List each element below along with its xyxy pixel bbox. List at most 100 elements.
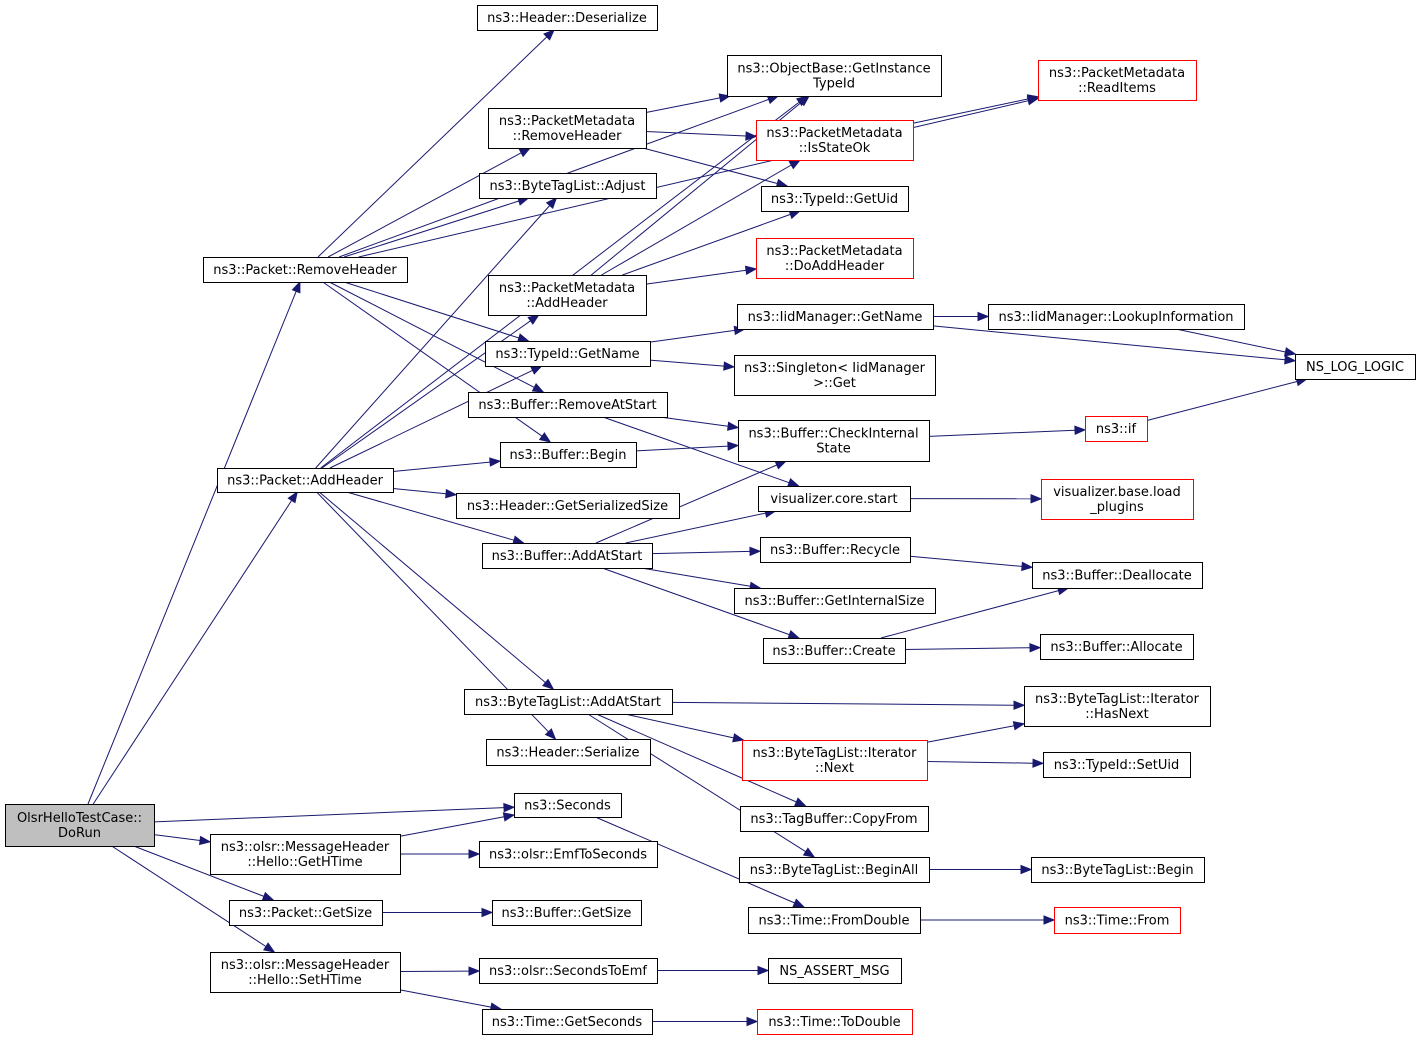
node-buf-removeatstart[interactable]: ns3::Buffer::RemoveAtStart [468,392,668,418]
edge-arrowhead-typeid_getname-to-singleton_get [723,361,736,371]
node-pm-addheader[interactable]: ns3::PacketMetadata::AddHeader [488,275,647,316]
node-singleton-get[interactable]: ns3::Singleton< IidManager>::Get [734,355,936,396]
node-olsr-emftoseconds[interactable]: ns3::olsr::EmfToSeconds [479,841,658,868]
node-label: ns3::olsr::EmfToSeconds [489,848,647,863]
edge-arrowhead-pm_addheader-to-objbase_gettypeid [797,95,811,107]
node-label: ns3::TagBuffer::CopyFrom [750,812,917,827]
edge-buf_checkinternal-to-ns3_if [928,429,1076,437]
edge-pkt_removeheader-to-buf_removeatstart [329,281,535,388]
edge-arrowhead-pkt_addheader-to-buf_addatstart [512,535,525,545]
node-buf-create[interactable]: ns3::Buffer::Create [763,638,906,664]
node-vis-core-start[interactable]: visualizer.core.start [758,486,911,512]
node-buf-getinternalsize[interactable]: ns3::Buffer::GetInternalSize [734,588,936,614]
node-pm-isstateok[interactable]: ns3::PacketMetadata::IsStateOk [756,120,914,161]
node-typeid-setuid[interactable]: ns3::TypeId::SetUid [1043,752,1191,778]
node-box [734,588,936,614]
edge-arrowhead-mh_gethtime-to-seconds [502,812,516,822]
node-buf-recycle[interactable]: ns3::Buffer::Recycle [760,537,911,563]
edge-arrowhead-iid_getname-to-iid_lookup [977,311,990,322]
node-hdr-getserializedsize[interactable]: ns3::Header::GetSerializedSize [456,493,680,519]
edge-arrowhead-olsr_secondstoemf-to-ns_assert_msg [757,965,770,976]
node-label: ns3::ObjectBase::GetInstance [737,62,930,77]
node-box [217,468,394,493]
node-ns3-if[interactable]: ns3::if [1085,416,1148,442]
node-iid-lookup[interactable]: ns3::IidManager::LookupInformation [988,304,1245,330]
node-label: ns3::PacketMetadata [499,281,635,296]
node-btl-addatstart[interactable]: ns3::ByteTagList::AddAtStart [464,689,673,715]
node-hdr-serialize[interactable]: ns3::Header::Serialize [486,739,651,766]
node-time-getseconds[interactable]: ns3::Time::GetSeconds [482,1009,653,1035]
node-mh-sethtime[interactable]: ns3::olsr::MessageHeader::Hello::SetHTim… [210,952,401,993]
node-buf-addatstart[interactable]: ns3::Buffer::AddAtStart [482,543,653,569]
node-box [210,834,401,875]
node-seconds[interactable]: ns3::Seconds [514,793,622,818]
node-label: _plugins [1089,500,1144,515]
edge-arrowhead-pm_addheader-to-pm_isstateok [788,159,802,170]
node-vis-base-load[interactable]: visualizer.base.load_plugins [1041,479,1194,520]
edge-pkt_removeheader-to-pm_removeheader [327,152,522,258]
node-pm-readitems[interactable]: ns3::PacketMetadata::ReadItems [1038,60,1197,101]
node-time-from[interactable]: ns3::Time::From [1054,907,1181,934]
node-ns-assert-msg[interactable]: NS_ASSERT_MSG [768,958,902,984]
edge-arrowhead-pkt_addheader-to-typeid_getname [530,365,543,375]
edge-iid_getname-to-ns_log_logic [932,325,1286,361]
node-pkt-addheader[interactable]: ns3::Packet::AddHeader [217,468,394,493]
node-box [477,5,658,31]
node-label: ::Next [815,761,854,776]
node-time-todouble[interactable]: ns3::Time::ToDouble [757,1009,913,1035]
node-box [1041,479,1194,520]
node-label: visualizer.base.load [1053,485,1181,500]
node-buf-allocate[interactable]: ns3::Buffer::Allocate [1040,634,1194,660]
node-box [229,900,383,926]
edge-buf_addatstart-to-buf_getinternalsize [641,567,751,587]
edge-root-to-pkt_getsize [133,845,265,897]
edge-arrowhead-buf_begin-to-buf_checkinternal [727,441,740,451]
node-iid-getname[interactable]: ns3::IidManager::GetName [737,304,934,330]
node-tagbuf-copyfrom[interactable]: ns3::TagBuffer::CopyFrom [740,806,929,832]
node-label: ns3::IidManager::LookupInformation [998,310,1233,325]
node-label: ::Hello::SetHTime [248,973,361,988]
edge-arrowhead-btl_it_next-to-typeid_setuid [1032,758,1045,768]
node-pkt-getsize[interactable]: ns3::Packet::GetSize [229,900,383,926]
node-box [482,1009,653,1035]
node-label: ::RemoveHeader [513,129,623,144]
node-btl-adjust[interactable]: ns3::ByteTagList::Adjust [479,173,657,199]
edge-arrowhead-pkt_addheader-to-hdr_serialize [544,728,557,740]
edge-pkt_addheader-to-buf_addatstart [346,491,515,541]
node-time-fromdouble[interactable]: ns3::Time::FromDouble [748,907,921,934]
node-btl-it-hasnext[interactable]: ns3::ByteTagList::Iterator::HasNext [1024,686,1211,727]
edge-arrowhead-btl_it_next-to-btl_it_hasnext [1012,721,1026,731]
node-pkt-removeheader[interactable]: ns3::Packet::RemoveHeader [203,257,408,283]
node-buf-deallocate[interactable]: ns3::Buffer::Deallocate [1032,562,1203,589]
node-mh-gethtime[interactable]: ns3::olsr::MessageHeader::Hello::GetHTim… [210,834,401,875]
node-olsr-secondstoemf[interactable]: ns3::olsr::SecondsToEmf [479,958,658,984]
edge-arrowhead-time_fromdouble-to-time_from [1043,915,1056,925]
edge-pm_removeheader-to-typeid_getuid [642,147,778,184]
edge-arrowhead-root-to-pkt_removeheader [291,280,301,294]
node-typeid-getname[interactable]: ns3::TypeId::GetName [485,341,651,367]
node-btl-begin[interactable]: ns3::ByteTagList::Begin [1031,857,1205,883]
node-typeid-getuid[interactable]: ns3::TypeId::GetUid [761,186,909,212]
edge-arrowhead-buf_addatstart-to-buf_recycle [749,546,762,557]
edge-arrowhead-root-to-pkt_getsize [261,891,275,901]
node-hdr-deserialize[interactable]: ns3::Header::Deserialize [477,5,658,31]
edge-pm_isstateok-to-pm_readitems [912,98,1029,124]
edge-typeid_getname-to-iid_getname [649,329,735,343]
node-btl-it-next[interactable]: ns3::ByteTagList::Iterator::Next [742,740,928,781]
node-root[interactable]: OlsrHelloTestCase::DoRun [5,804,155,847]
node-box [1038,60,1197,101]
node-box [482,543,653,569]
node-pm-doaddheader[interactable]: ns3::PacketMetadata::DoAddHeader [756,238,914,279]
node-pm-removeheader[interactable]: ns3::PacketMetadata::RemoveHeader [488,108,647,149]
node-label: ns3::ByteTagList::BeginAll [750,863,918,878]
edge-buf_addatstart-to-buf_recycle [651,550,751,555]
edge-root-to-pkt_addheader [92,500,293,805]
node-box [492,900,642,926]
node-buf-getsize[interactable]: ns3::Buffer::GetSize [492,900,642,926]
node-buf-begin[interactable]: ns3::Buffer::Begin [500,442,637,468]
node-btl-beginall[interactable]: ns3::ByteTagList::BeginAll [739,857,930,883]
node-ns-log-logic[interactable]: NS_LOG_LOGIC [1295,354,1416,380]
node-label: ns3::PacketMetadata [766,126,902,141]
